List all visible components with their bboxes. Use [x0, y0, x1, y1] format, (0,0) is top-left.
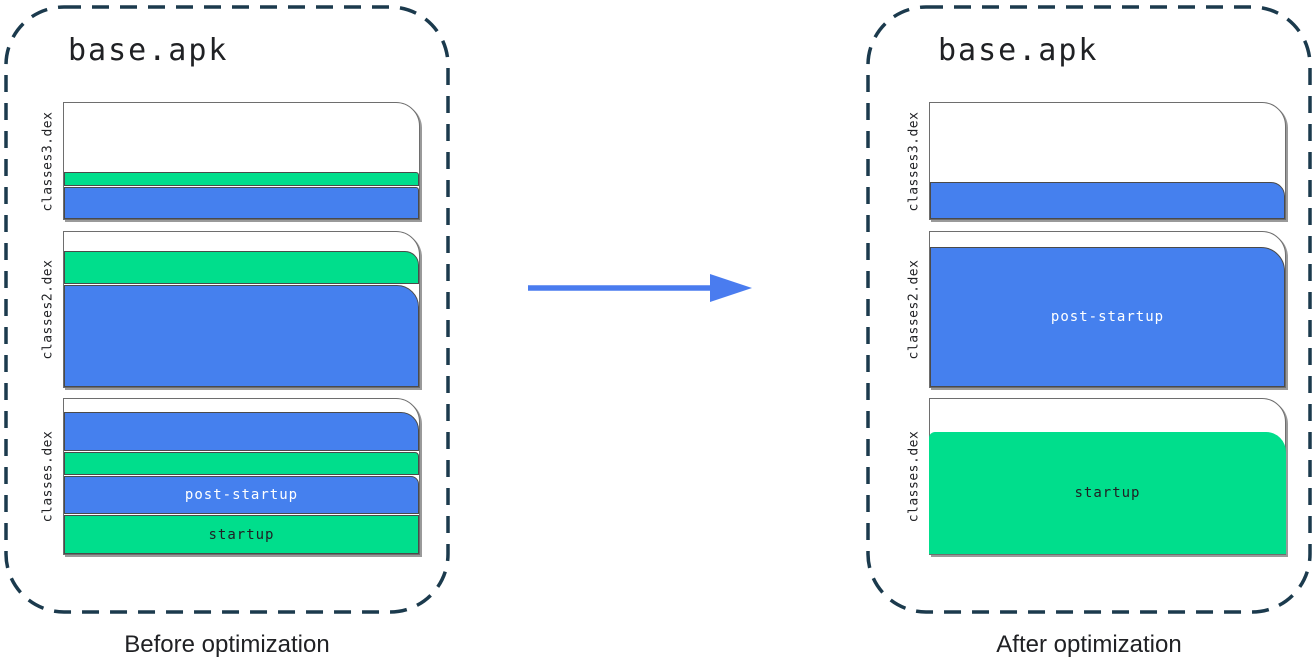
band-green-startup: startup — [64, 515, 419, 554]
apk-title: base.apk — [938, 33, 1099, 68]
dex-file-row: classes2.dex post-startup — [898, 231, 1286, 388]
dex-page: post-startup startup — [63, 398, 420, 555]
dex-page: startup — [929, 398, 1286, 555]
band-blue — [64, 285, 419, 387]
dex-page — [63, 102, 420, 220]
band-green — [64, 172, 419, 186]
band-blue-post-startup: post-startup — [64, 476, 419, 514]
band-label: startup — [1074, 485, 1141, 501]
file-label: classes3.dex — [906, 111, 922, 211]
file-label: classes3.dex — [40, 111, 56, 211]
band-white — [64, 399, 419, 411]
before-panel: base.apk classes3.dex classes2.dex class… — [4, 5, 450, 614]
band-white — [930, 399, 1285, 431]
band-label: post-startup — [1050, 309, 1165, 325]
band-blue — [64, 412, 419, 451]
file-label: classes2.dex — [906, 259, 922, 360]
dashed-border — [866, 5, 1312, 614]
file-label: classes.dex — [40, 430, 55, 523]
file-label: classes2.dex — [40, 259, 56, 360]
dex-file-row: classes3.dex — [32, 102, 420, 220]
after-panel: base.apk classes3.dex classes2.dex post-… — [866, 5, 1312, 614]
band-green — [64, 251, 419, 284]
band-white — [930, 232, 1285, 246]
dashed-border — [4, 5, 450, 614]
dex-page — [63, 231, 420, 388]
band-white — [64, 103, 419, 171]
apk-title: base.apk — [68, 33, 229, 68]
before-caption: Before optimization — [124, 631, 330, 658]
dex-page — [929, 102, 1286, 220]
dex-page: post-startup — [929, 231, 1286, 388]
band-white — [930, 103, 1285, 181]
band-blue-post-startup: post-startup — [930, 247, 1285, 387]
dex-file-row: classes.dex startup — [898, 398, 1286, 555]
band-white — [64, 232, 419, 250]
band-label: startup — [208, 526, 275, 543]
band-label: post-startup — [184, 487, 299, 503]
dex-file-row: classes3.dex — [898, 102, 1286, 220]
band-blue — [930, 182, 1285, 219]
dex-file-row: classes.dex post-startup startup — [32, 398, 420, 555]
arrow-icon — [528, 274, 752, 302]
band-blue — [64, 187, 419, 219]
after-caption: After optimization — [996, 631, 1182, 658]
file-label: classes.dex — [906, 430, 921, 523]
band-green-startup: startup — [929, 432, 1286, 554]
dex-file-row: classes2.dex — [32, 231, 420, 388]
band-green — [64, 452, 419, 475]
